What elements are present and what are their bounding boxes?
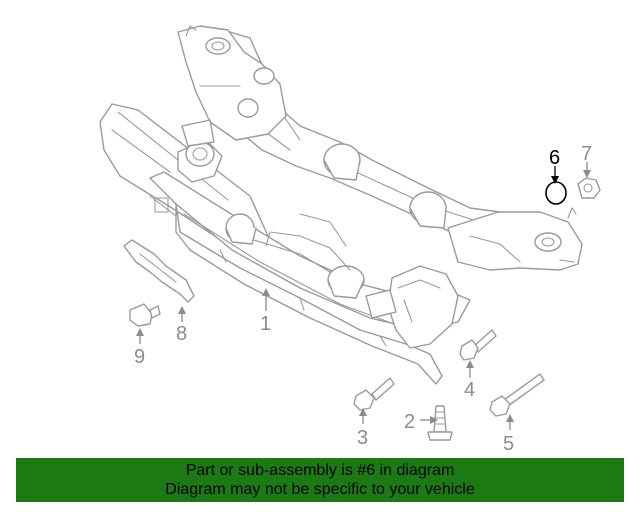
stud-part-2 <box>427 405 453 441</box>
leader-arrows <box>136 162 591 430</box>
banner-line-1: Part or sub-assembly is #6 in diagram <box>185 462 455 479</box>
bracket-part-8 <box>123 239 195 303</box>
clip-part-9 <box>129 303 161 327</box>
callout-5: 5 <box>503 433 514 455</box>
ring-part-6 <box>545 181 567 205</box>
callout-7: 7 <box>581 143 592 165</box>
callout-6: 6 <box>549 147 560 169</box>
bolt-part-3 <box>353 377 395 411</box>
callout-8: 8 <box>176 323 187 345</box>
callout-3: 3 <box>357 427 368 449</box>
bolt-part-4 <box>459 329 497 361</box>
info-banner: Part or sub-assembly is #6 in diagram Di… <box>16 458 624 502</box>
callout-1: 1 <box>260 313 271 335</box>
parts-diagram: 1 2 3 4 5 6 7 8 9 <box>99 25 601 455</box>
subframe-crossmember <box>99 25 583 385</box>
callout-2: 2 <box>404 411 415 433</box>
callout-9: 9 <box>134 346 145 368</box>
banner-line-2: Diagram may not be specific to your vehi… <box>165 481 475 498</box>
callout-4: 4 <box>464 379 475 401</box>
nut-part-7 <box>577 177 601 199</box>
bolt-part-5 <box>489 373 545 417</box>
